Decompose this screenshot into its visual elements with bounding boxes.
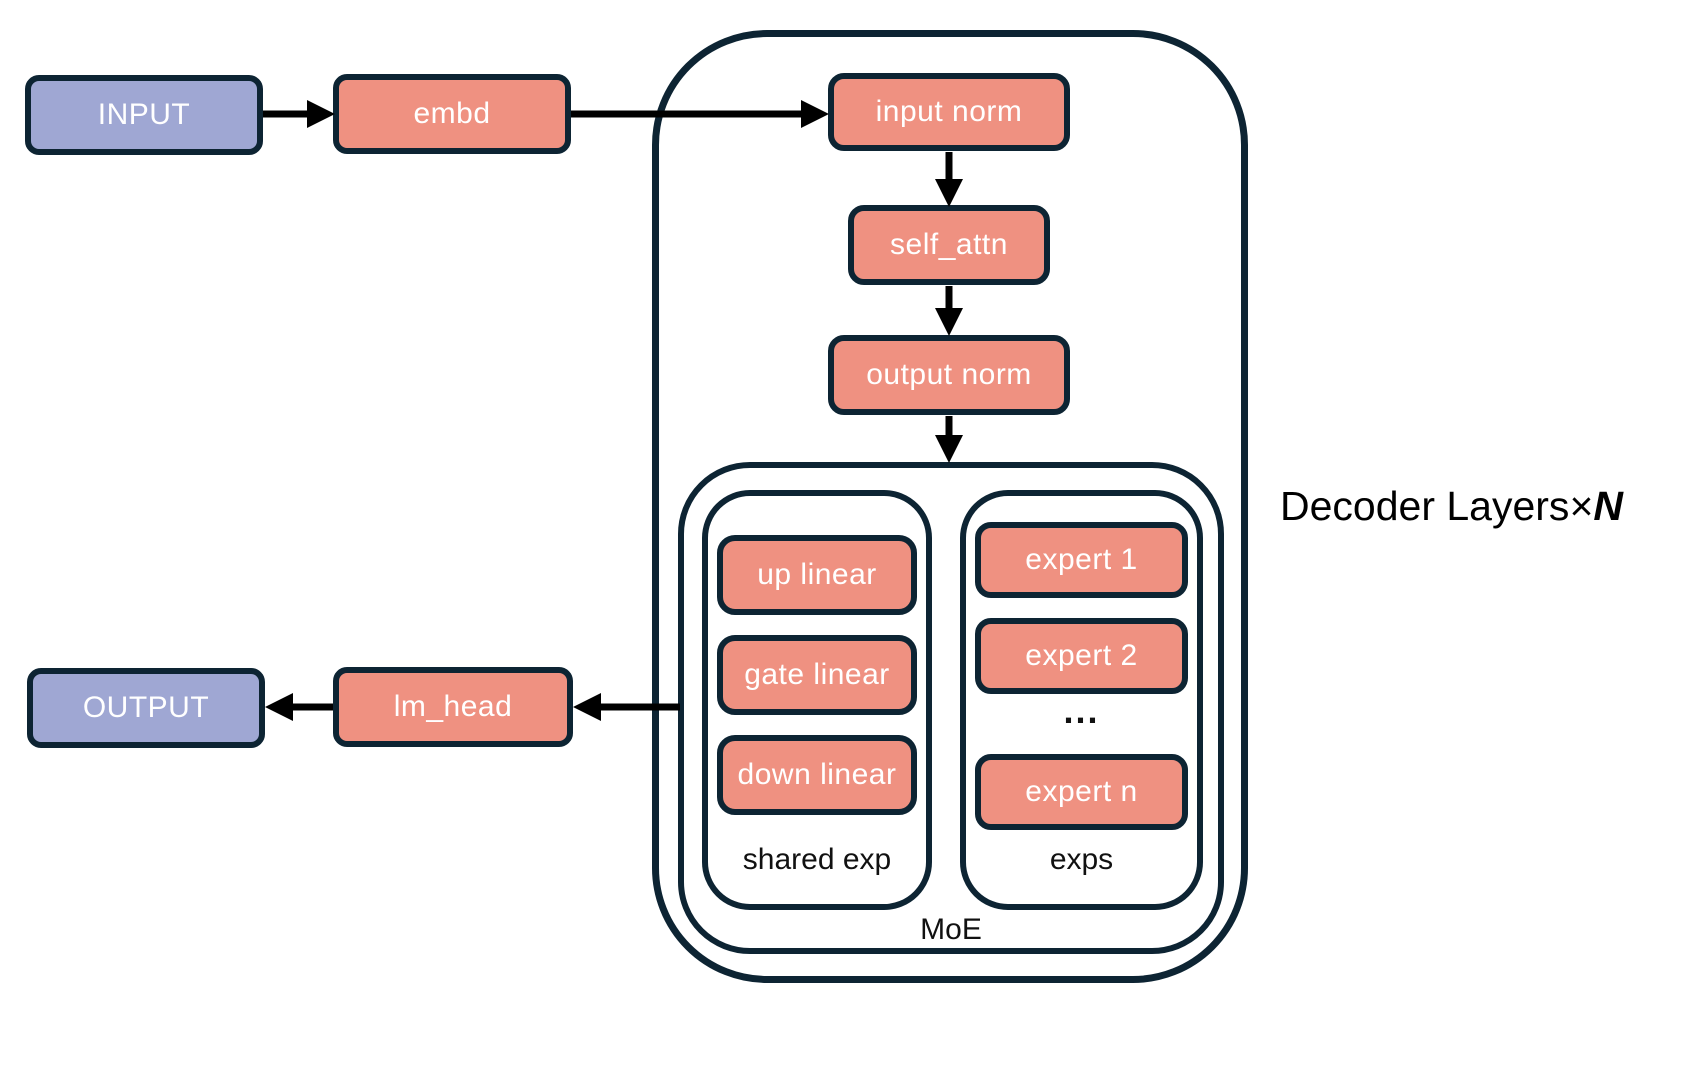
input-node: INPUT [25,75,263,155]
output-norm-label: output norm [866,358,1032,391]
experts-ellipsis: ... [1063,690,1100,731]
input-norm-node: input norm [828,73,1070,151]
output-norm-node: output norm [828,335,1070,415]
expert-n-label: expert n [1025,775,1138,808]
moe-container [678,462,1224,954]
decoder-layers-label: Decoder Layers×N [1280,483,1623,530]
down-linear-label: down linear [737,758,897,791]
embd-node: embd [333,74,571,154]
arrow-lm-head-to-output [265,693,333,721]
times-symbol: × [1569,483,1594,529]
expert-1-node: expert 1 [975,522,1188,598]
exps-caption: exps [1049,843,1114,876]
decoder-layers-container [652,30,1248,983]
self-attn-label: self_attn [890,228,1008,261]
output-node: OUTPUT [27,668,265,748]
layer-count-symbol: N [1593,483,1623,529]
gate-linear-label: gate linear [744,658,890,691]
expert-2-label: expert 2 [1025,639,1138,672]
output-node-label: OUTPUT [82,691,210,724]
expert-1-label: expert 1 [1025,543,1138,576]
up-linear-node: up linear [717,535,917,615]
gate-linear-node: gate linear [717,635,917,715]
exps-container [960,490,1203,910]
decoder-layers-label-text: Decoder Layers [1280,483,1570,529]
expert-2-node: expert 2 [975,618,1188,694]
lm-head-label: lm_head [393,690,513,723]
shared-exp-container [702,490,932,910]
expert-n-node: expert n [975,754,1188,830]
self-attn-node: self_attn [848,205,1050,285]
lm-head-node: lm_head [333,667,573,747]
input-norm-label: input norm [875,95,1023,128]
down-linear-node: down linear [717,735,917,815]
input-node-label: INPUT [97,98,191,131]
moe-caption: MoE [920,913,982,946]
embd-node-label: embd [413,97,491,130]
shared-exp-caption: shared exp [742,843,892,876]
up-linear-label: up linear [757,558,877,591]
arrow-input-to-embd [263,100,335,128]
